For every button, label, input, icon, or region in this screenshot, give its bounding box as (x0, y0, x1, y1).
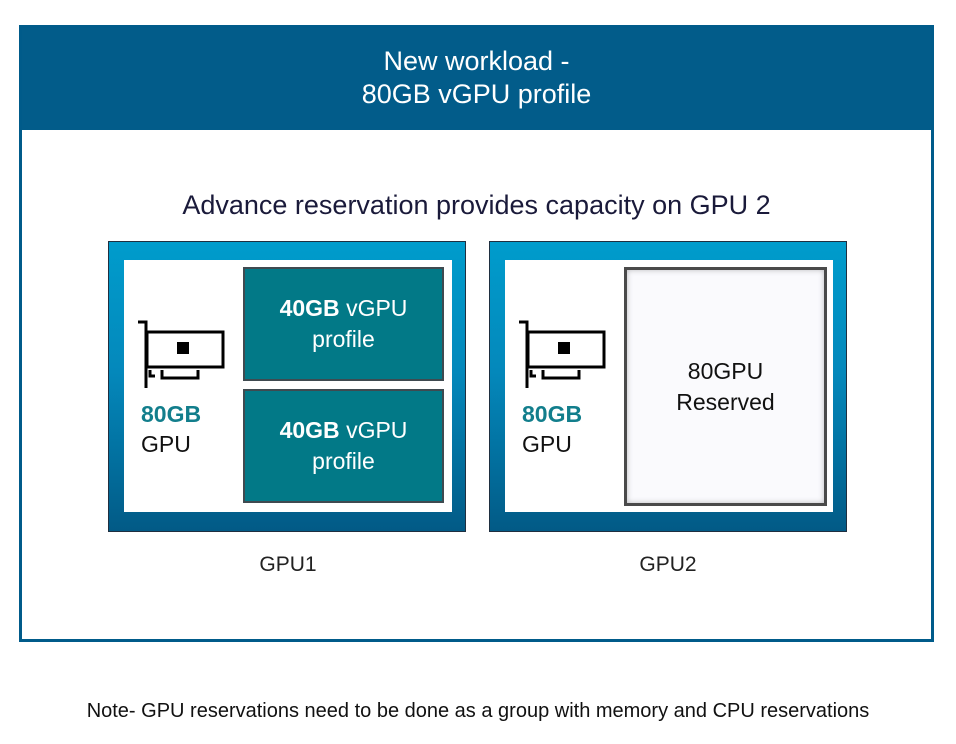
reserved-line-1: 80GPU (687, 357, 764, 384)
profile-1-size: 40GB (279, 295, 340, 321)
vgpu-profile-1: 40GB vGPU profile (243, 267, 444, 381)
gpu-card-icon (138, 320, 225, 388)
workload-header: New workload - 80GB vGPU profile (22, 28, 931, 130)
profile-1-suffix: vGPU (346, 295, 408, 321)
gpu-2-box: 80GB GPU 80GPU Reserved (489, 241, 847, 532)
footnote: Note- GPU reservations need to be done a… (86, 700, 870, 722)
gpu-1-box: 80GB GPU 40GB vGPU profile 40GB vGPU pro… (108, 241, 466, 532)
gpu-2-memory-size: 80GB (522, 401, 583, 427)
profile-2-line2: profile (312, 448, 375, 474)
gpu-1-label: GPU1 (259, 553, 317, 576)
workload-frame: New workload - 80GB vGPU profile Advance… (19, 25, 934, 642)
gpu-2-label: GPU2 (639, 553, 697, 576)
gpu-card-icon (519, 320, 606, 388)
gpu-2-memory-label: GPU (522, 431, 572, 457)
profile-2-size: 40GB (279, 417, 340, 443)
vgpu-profile-2: 40GB vGPU profile (243, 389, 444, 503)
gpu-1-inner: 80GB GPU 40GB vGPU profile 40GB vGPU pro… (124, 260, 452, 512)
gpu-2-inner: 80GB GPU 80GPU Reserved (505, 260, 833, 512)
gpu-2-memory: 80GB GPU (522, 399, 582, 459)
diagram-subtitle: Advance reservation provides capacity on… (182, 190, 771, 220)
gpu-1-memory-size: 80GB (141, 401, 202, 427)
header-line-2: 80GB vGPU profile (361, 79, 592, 109)
header-line-1: New workload - (383, 46, 570, 76)
gpu-1-memory: 80GB GPU (141, 399, 201, 459)
gpu-1-memory-label: GPU (141, 431, 191, 457)
reserved-capacity-box: 80GPU Reserved (624, 267, 827, 506)
reserved-line-2: Reserved (676, 388, 775, 415)
profile-2-suffix: vGPU (346, 417, 408, 443)
profile-1-line2: profile (312, 326, 375, 352)
